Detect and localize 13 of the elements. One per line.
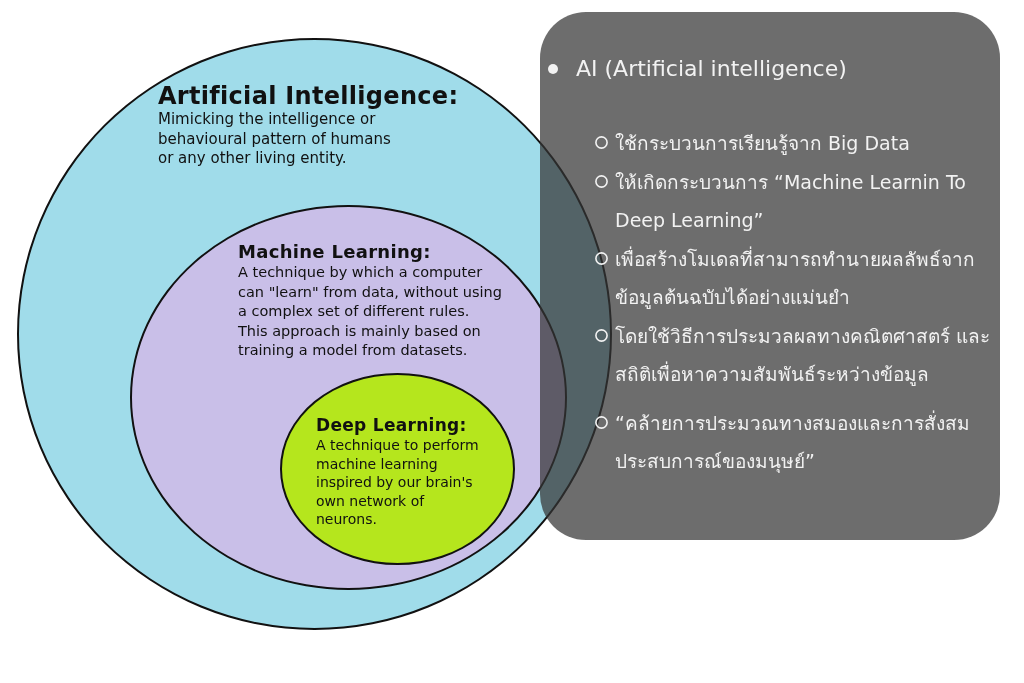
- circle-title: Machine Learning:: [238, 241, 431, 263]
- circle-description: A technique by which a computer can "learn" from data, without using a complex set of different rules. This approach is mainly based on training a model from datasets.: [238, 263, 502, 360]
- circle-description: Mimicking the intelligence or behavioural pattern of humans or any other living entity.: [158, 110, 392, 169]
- info-panel: [540, 12, 1000, 540]
- bullet-text: ให้เกิดกระบวนการ “Machine Learnin To Deep Learning”: [615, 169, 967, 233]
- bullet-text: ใช้กระบวนการเรียนรู้จาก Big Data: [615, 131, 910, 157]
- bullet-text: เพื่อสร้างโมเดลที่สามารถทำนายผลลัพธ์จากข้อมูลต้นฉบับได้อย่างแม่นยำ: [615, 245, 976, 311]
- bullet-text: “คล้ายการประมวณทางสมองและการสั่งสมประสบการณ์ของมนุษย์”: [615, 409, 971, 475]
- circle-description: A technique to perform machine learning inspired by our brain's own network of neurons.: [316, 436, 480, 529]
- bullet-text: โดยใช้วิธีการประมวลผลทางคณิตศาสตร์ และสถิติเพื่อหาความสัมพันธ์ระหว่างข้อมูล: [615, 323, 992, 388]
- circle-title: Deep Learning:: [316, 415, 467, 436]
- panel-heading: AI (Artificial intelligence): [576, 55, 847, 83]
- circle-title: Artificial Intelligence:: [158, 82, 459, 110]
